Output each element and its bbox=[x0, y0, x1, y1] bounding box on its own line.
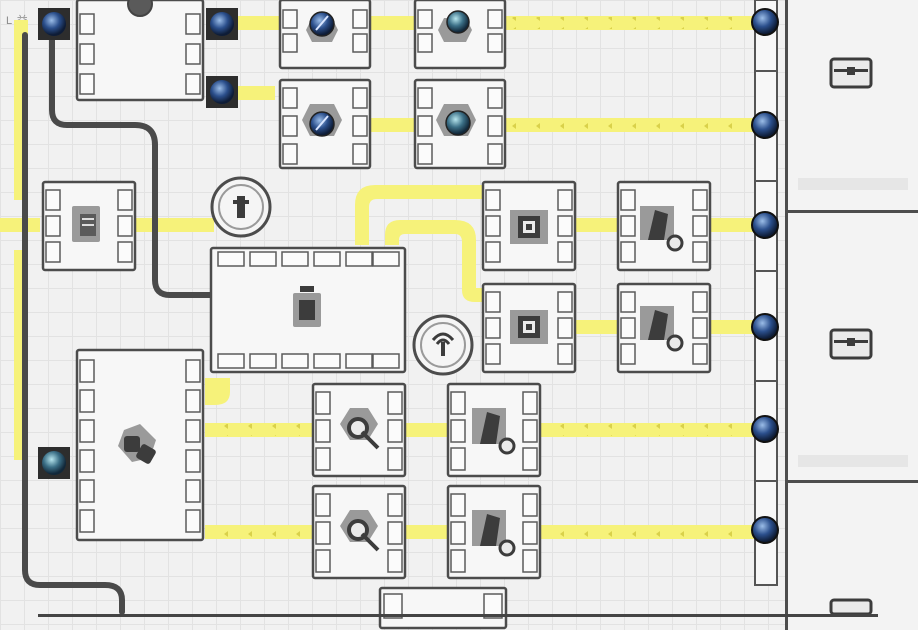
factory-map bbox=[0, 0, 779, 630]
output-rail bbox=[754, 0, 778, 586]
refinery-icon[interactable] bbox=[118, 424, 157, 465]
battery-storage-icon[interactable] bbox=[72, 206, 100, 242]
output-rail-notches bbox=[755, 70, 777, 482]
panel-slot-bar bbox=[798, 178, 908, 190]
panel-divider bbox=[788, 210, 918, 213]
panel-slot-bar bbox=[798, 455, 908, 467]
power-hub-icon[interactable] bbox=[293, 286, 321, 327]
refiner-icon[interactable] bbox=[127, 0, 153, 17]
gem-crafter-icon[interactable] bbox=[436, 104, 476, 136]
drill-arm-icon[interactable] bbox=[640, 306, 684, 352]
furnace-icon[interactable] bbox=[510, 310, 548, 344]
chest-icon[interactable] bbox=[828, 596, 874, 616]
belt-arrows bbox=[205, 17, 755, 538]
power-tower-icon[interactable] bbox=[210, 176, 272, 238]
grinder-icon[interactable] bbox=[340, 510, 380, 552]
blue-crafter-icon[interactable] bbox=[302, 104, 342, 137]
chest-icon[interactable] bbox=[828, 55, 874, 91]
drill-arm-icon[interactable] bbox=[472, 510, 516, 557]
output-port-icons[interactable] bbox=[751, 8, 779, 544]
gem-crafter-icon[interactable] bbox=[306, 11, 338, 42]
bottom-border bbox=[38, 614, 878, 617]
drill-arm-icon[interactable] bbox=[640, 206, 684, 252]
chest-icon[interactable] bbox=[828, 326, 874, 362]
right-side-panel bbox=[785, 0, 918, 630]
grinder-icon[interactable] bbox=[340, 408, 380, 450]
drill-arm-icon[interactable] bbox=[472, 408, 516, 455]
panel-divider bbox=[788, 480, 918, 483]
gem-crafter-icon[interactable] bbox=[438, 10, 472, 42]
dark-pipes bbox=[22, 32, 213, 615]
signal-tower-icon[interactable] bbox=[412, 314, 474, 376]
item-tiles[interactable] bbox=[38, 8, 238, 479]
machine-slots bbox=[45, 9, 708, 619]
furnace-icon[interactable] bbox=[510, 210, 548, 244]
